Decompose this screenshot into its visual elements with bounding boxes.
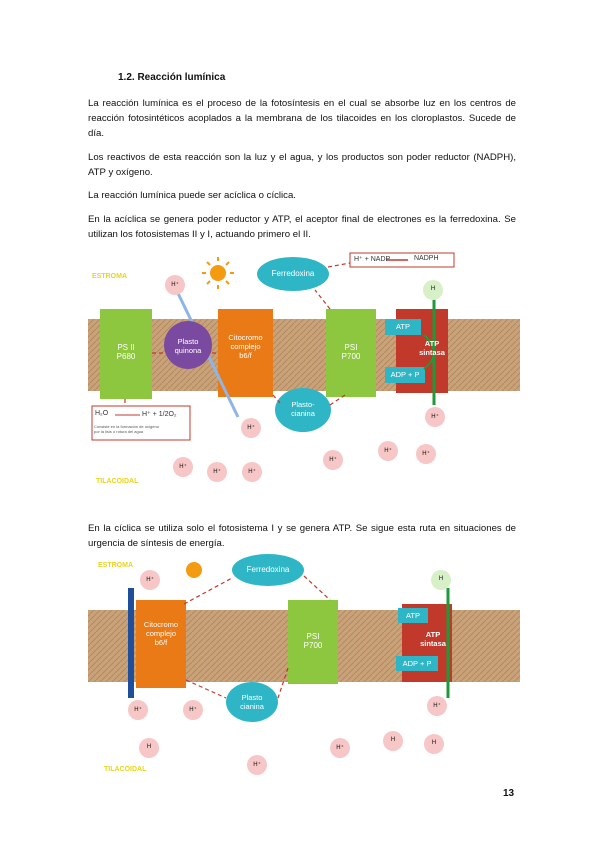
h-circle-green (431, 570, 451, 590)
water-label: H₂O (95, 410, 109, 417)
page-number: 13 (503, 788, 515, 799)
plastocianina-ellipse (275, 388, 331, 432)
hplus-circle-2 (128, 700, 148, 720)
hplus-circle-1 (140, 570, 160, 590)
hplus-circle-4 (427, 696, 447, 716)
hplus-text-8: H⁺ (213, 469, 221, 475)
psi-box (288, 600, 338, 684)
thylakoid-label: TILACOIDAL (96, 478, 139, 485)
hplus-circle-4 (378, 441, 398, 461)
hplus-circle-5 (416, 444, 436, 464)
hplus-circle-1 (165, 275, 185, 295)
adp-box (396, 656, 438, 671)
sun-rays-icon (202, 257, 234, 289)
hplus-circle-9 (242, 462, 262, 482)
h-text-2: H (390, 737, 396, 743)
paragraph-definition: La reacción lumínica es el proceso de la… (88, 98, 516, 139)
stroma-label: ESTROMA (98, 562, 133, 569)
hplus-text-6: H⁺ (329, 457, 337, 463)
sun-icon (186, 562, 202, 578)
paragraph-types: La reacción lumínica puede ser acíclica … (88, 190, 296, 201)
stroma-label: ESTROMA (92, 273, 127, 280)
hplus-text-2: H⁺ (134, 707, 142, 713)
h-circle-2 (383, 731, 403, 751)
paragraph-acyclic: En la acíclica se genera poder reductor … (88, 214, 516, 240)
h-circle-1 (139, 738, 159, 758)
hplus-text-4: H⁺ (384, 448, 392, 454)
hplus-text-7: H⁺ (179, 464, 187, 470)
hplus-text-4: H⁺ (433, 703, 441, 709)
hplus-text-1: H⁺ (146, 577, 154, 583)
ferredoxina-label: Ferredoxina (246, 565, 290, 574)
atp-box (398, 608, 428, 623)
left-channel (128, 588, 134, 698)
paragraph-cyclic: En la cíclica se utiliza solo el fotosis… (88, 523, 516, 549)
psi-box (326, 309, 376, 397)
adp-label: ADP + P (402, 659, 432, 668)
section-heading: 1.2. Reacción lumínica (118, 72, 226, 83)
h-circle-green (423, 280, 443, 300)
h-text-1: H (146, 744, 152, 750)
hplus-circle-8 (207, 462, 227, 482)
hplus-circle-5 (330, 738, 350, 758)
psii-box (100, 309, 152, 399)
hplus-text-1: H⁺ (171, 282, 179, 288)
plastocianina-ellipse (226, 682, 278, 722)
hplus-text-5: H⁺ (422, 451, 430, 457)
citocromo-box (218, 309, 273, 397)
adp-box (385, 367, 425, 383)
h-circle-3 (424, 734, 444, 754)
hplus-text-3: H⁺ (189, 707, 197, 713)
acyclic-diagram-shapes (88, 252, 520, 482)
thylakoid-label: TILACOIDAL (104, 766, 147, 773)
nadph-label: NADPH (414, 255, 439, 262)
ferredoxina-ellipse (232, 554, 304, 586)
h-text-3: H (431, 740, 437, 746)
hplus-circle-6 (323, 450, 343, 470)
electron-path (183, 575, 331, 699)
hplus-text-9: H⁺ (248, 469, 256, 475)
water-products-label: H⁺ + 1/2O₂ (142, 411, 177, 418)
atp-label: ATP (395, 322, 411, 331)
electron-path (124, 262, 351, 411)
h-text-green: H (430, 286, 436, 292)
hplus-circle-2 (241, 418, 261, 438)
membrane (88, 319, 520, 391)
hplus-circle-6 (247, 755, 267, 775)
cyclic-diagram-shapes (88, 554, 520, 775)
hplus-text-6: H⁺ (253, 762, 261, 768)
atp-arrow (423, 334, 435, 370)
ferredoxina-ellipse (257, 257, 329, 291)
hplus-circle-3 (183, 700, 203, 720)
hplus-text-3: H⁺ (431, 414, 439, 420)
adp-label: ADP + P (390, 370, 420, 379)
ferredoxina-label: Ferredoxina (271, 269, 315, 278)
h-text-green: H (438, 576, 444, 582)
atp-box (385, 319, 421, 335)
plastocianina-label: Plasto-cianina (291, 400, 315, 418)
paragraph-reactants: Los reactivos de esta reacción son la lu… (88, 152, 516, 178)
nadp-label: H⁺ + NADP (354, 256, 391, 263)
atp-label: ATP (405, 611, 421, 620)
plastoquinona-circle (164, 321, 212, 369)
hplus-text-5: H⁺ (336, 745, 344, 751)
citocromo-box (136, 600, 186, 688)
hplus-circle-7 (173, 457, 193, 477)
hplus-text-2: H⁺ (247, 425, 255, 431)
water-box (91, 405, 191, 441)
hplus-circle-3 (425, 407, 445, 427)
sun-icon (210, 265, 226, 281)
